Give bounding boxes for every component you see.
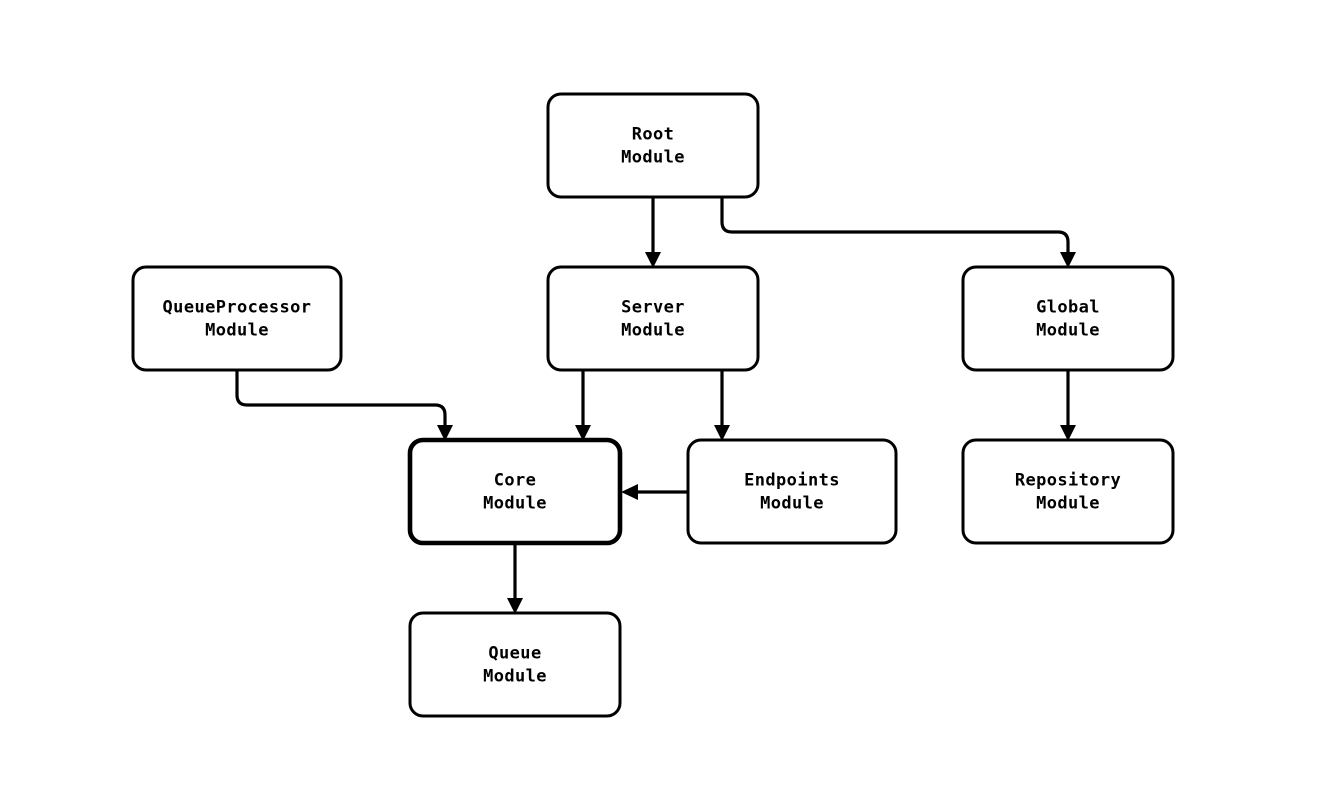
node-queue-module-box[interactable] (408, 611, 622, 718)
edge-root-server-arrowhead (645, 252, 661, 268)
node-server-module[interactable]: Server Module (546, 265, 760, 372)
node-repository-module-label-line1: Repository (1015, 471, 1121, 491)
node-core-module-box[interactable] (407, 437, 623, 546)
node-root-module-label-line1: Root (632, 125, 675, 145)
edge-queueprocessor-core-arrowhead (437, 425, 453, 441)
node-queueprocessor-module[interactable]: QueueProcessor Module (131, 265, 343, 372)
node-core-module-label-line1: Core (494, 471, 537, 491)
node-repository-module[interactable]: Repository Module (961, 438, 1175, 545)
edge-root-global (720, 197, 1076, 268)
edge-endpoints-core-arrowhead (621, 484, 638, 500)
node-queue-module[interactable]: Queue Module (408, 611, 622, 718)
edge-global-repository-arrowhead (1060, 425, 1076, 441)
node-core-module-label-line2: Module (483, 494, 547, 514)
edges-layer (235, 197, 1076, 614)
edge-server-core-arrowhead (575, 425, 591, 441)
node-core-module[interactable]: Core Module (407, 437, 623, 546)
edge-root-server (645, 197, 661, 268)
edge-endpoints-core (621, 484, 688, 500)
edge-core-queue (507, 543, 523, 614)
edge-server-endpoints-arrowhead (714, 425, 730, 441)
node-root-module-box[interactable] (546, 92, 760, 199)
node-endpoints-module-box[interactable] (686, 438, 898, 545)
node-queueprocessor-module-label-line2: Module (205, 321, 269, 341)
edge-server-core (575, 370, 591, 441)
edge-core-queue-arrowhead (507, 598, 523, 614)
node-repository-module-label-line2: Module (1036, 494, 1100, 514)
edge-global-repository (1060, 370, 1076, 441)
node-queueprocessor-module-label-line1: QueueProcessor (163, 298, 312, 318)
edge-root-global-line (720, 197, 1070, 252)
edge-root-global-arrowhead (1060, 252, 1076, 268)
node-endpoints-module[interactable]: Endpoints Module (686, 438, 898, 545)
node-endpoints-module-label-line1: Endpoints (744, 471, 840, 491)
node-global-module-label-line1: Global (1036, 298, 1100, 318)
node-global-module-box[interactable] (961, 265, 1175, 372)
node-server-module-label-line1: Server (621, 298, 685, 318)
edge-queueprocessor-core-line (235, 370, 447, 425)
node-queueprocessor-module-box[interactable] (131, 265, 343, 372)
node-root-module-label-line2: Module (621, 148, 685, 168)
edge-server-endpoints (714, 370, 730, 441)
node-global-module-label-line2: Module (1036, 321, 1100, 341)
node-global-module[interactable]: Global Module (961, 265, 1175, 372)
node-queue-module-label-line2: Module (483, 667, 547, 687)
node-root-module[interactable]: Root Module (546, 92, 760, 199)
node-server-module-label-line2: Module (621, 321, 685, 341)
edge-queueprocessor-core (235, 370, 453, 441)
node-repository-module-box[interactable] (961, 438, 1175, 545)
nodes-layer: Root Module QueueProcessor Module Server… (131, 92, 1175, 718)
node-queue-module-label-line1: Queue (488, 644, 541, 664)
node-server-module-box[interactable] (546, 265, 760, 372)
node-endpoints-module-label-line2: Module (760, 494, 824, 514)
